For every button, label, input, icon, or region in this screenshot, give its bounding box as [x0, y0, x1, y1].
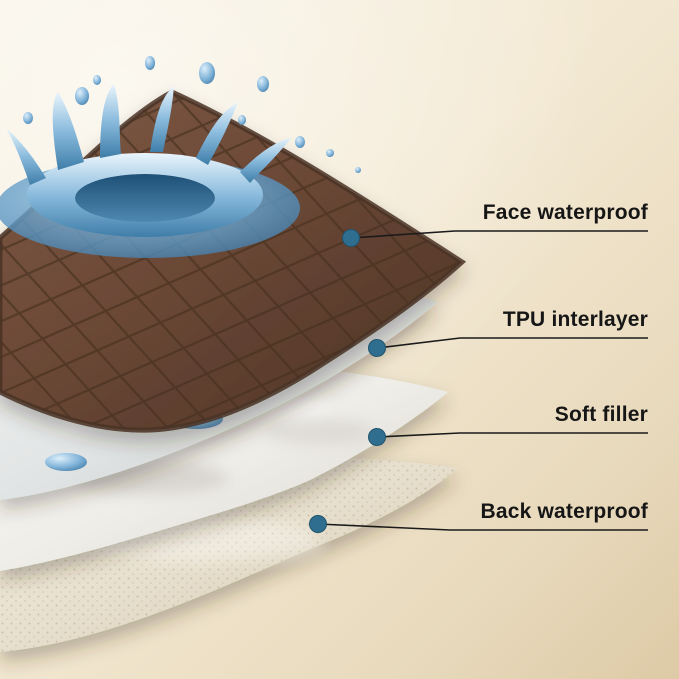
- callout-dots: [309, 229, 386, 533]
- leader-line-back-waterproof: [317, 523, 648, 531]
- leader-line-face-waterproof: [350, 230, 648, 239]
- label-soft-filler: Soft filler: [554, 403, 648, 426]
- leader-line-tpu-interlayer: [376, 337, 648, 349]
- label-back-waterproof: Back waterproof: [480, 500, 648, 523]
- leader-line-soft-filler: [376, 432, 648, 438]
- label-face-waterproof: Face waterproof: [482, 201, 648, 224]
- callout-dot: [368, 428, 386, 446]
- splash-droplets: [23, 56, 361, 173]
- callout-dot: [309, 515, 327, 533]
- water-splash: [0, 56, 361, 258]
- callout-dot: [342, 229, 360, 247]
- callout-connectors: [317, 230, 648, 531]
- label-tpu-interlayer: TPU interlayer: [502, 308, 648, 331]
- callout-dot: [368, 339, 386, 357]
